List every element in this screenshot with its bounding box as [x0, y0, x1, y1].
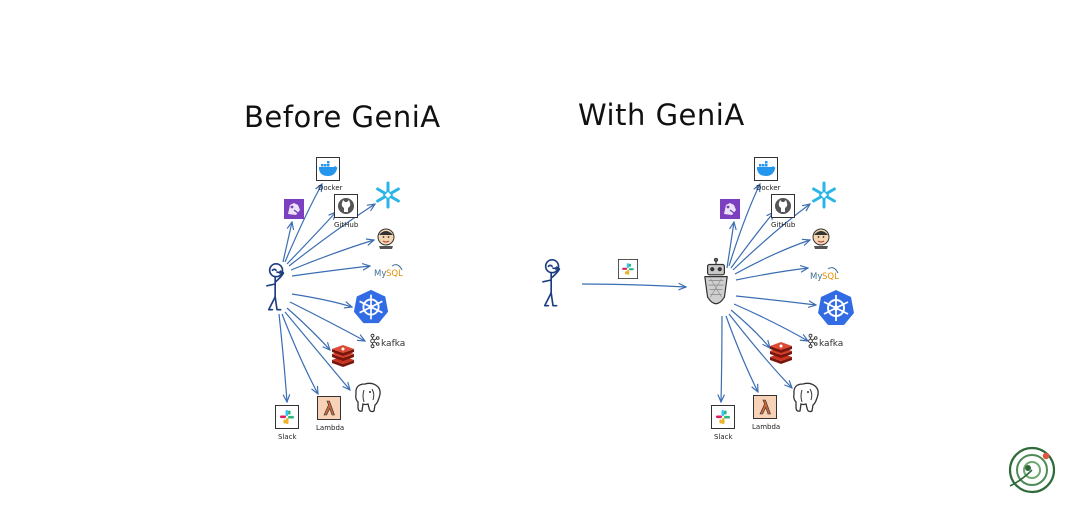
snowflake-icon — [812, 181, 836, 209]
robot-icon — [704, 258, 728, 305]
before-arrows — [278, 184, 375, 402]
github-icon — [771, 194, 795, 218]
person-icon — [542, 258, 561, 307]
slack-label: Slack — [714, 433, 734, 441]
postgres-icon — [355, 382, 381, 413]
kafka-icon — [370, 333, 380, 349]
lambda-icon — [317, 396, 341, 420]
kubernetes-icon — [352, 288, 390, 325]
arrow-postgres — [284, 311, 350, 390]
jenkins-icon — [377, 228, 395, 250]
arrow-datadog — [726, 222, 734, 269]
arrow-mysql — [735, 268, 808, 281]
arrow-redis — [730, 309, 770, 348]
arrow-kubernetes — [291, 293, 352, 307]
slack-icon — [711, 405, 735, 429]
arrow-jenkins — [290, 240, 374, 271]
person-icon — [266, 262, 285, 311]
datadog-icon — [283, 198, 305, 220]
svg-text:My: My — [374, 269, 386, 279]
snowflake-icon — [376, 181, 400, 209]
arrow-redis — [286, 307, 330, 350]
slack-message-icon — [618, 259, 638, 279]
docker-label: Docker — [318, 184, 343, 192]
mysql-icon: My SQL — [374, 264, 403, 279]
arrow-slack — [721, 315, 722, 402]
arrow-lambda — [725, 315, 758, 392]
arrow-kafka — [733, 303, 808, 341]
spiral-logo-icon — [1008, 446, 1056, 494]
mysql-icon: My SQL — [810, 267, 839, 282]
arrow-person-to-robot — [581, 284, 686, 287]
arrow-slack — [278, 313, 287, 402]
before-panel: Docker GitHub My SQL kafka Lambda Slack — [266, 157, 405, 441]
svg-text:SQL: SQL — [822, 272, 839, 282]
kafka-label: kafka — [819, 339, 843, 349]
arrow-lambda — [281, 313, 318, 394]
with-panel: Docker GitHub My SQL kafka Lambda Slack — [542, 157, 855, 441]
github-label: GitHub — [334, 221, 359, 229]
with-title: With GeniA — [578, 98, 745, 132]
svg-text:SQL: SQL — [386, 269, 403, 279]
datadog-icon — [719, 198, 741, 220]
arrow-docker — [728, 184, 760, 267]
redis-icon — [332, 345, 354, 367]
lambda-icon — [753, 395, 777, 419]
arrow-jenkins — [734, 240, 810, 275]
kafka-label: kafka — [381, 339, 405, 349]
kafka-icon — [808, 333, 818, 349]
github-label: GitHub — [771, 221, 796, 229]
postgres-icon — [793, 382, 819, 413]
arrow-postgres — [728, 313, 792, 388]
arrow-snowflake — [732, 204, 810, 271]
docker-label: Docker — [756, 184, 781, 192]
redis-icon — [770, 342, 792, 364]
slack-label: Slack — [278, 433, 298, 441]
arrow-github — [730, 212, 774, 269]
arrow-mysql — [291, 266, 370, 277]
arrow-github — [286, 212, 336, 265]
with-arrows — [721, 184, 816, 402]
arrow-kafka — [289, 301, 365, 341]
arrow-snowflake — [288, 204, 375, 267]
github-icon — [334, 194, 358, 218]
docker-icon — [754, 157, 778, 181]
arrow-kubernetes — [735, 295, 816, 305]
lambda-label: Lambda — [752, 423, 780, 431]
jenkins-icon — [812, 228, 830, 250]
arrow-datadog — [282, 222, 292, 263]
svg-text:My: My — [810, 272, 822, 282]
before-title: Before GeniA — [244, 100, 441, 134]
slack-icon — [275, 405, 299, 429]
kubernetes-icon — [817, 289, 855, 326]
arrow-docker — [284, 184, 322, 263]
lambda-label: Lambda — [316, 424, 344, 432]
docker-icon — [316, 157, 340, 181]
